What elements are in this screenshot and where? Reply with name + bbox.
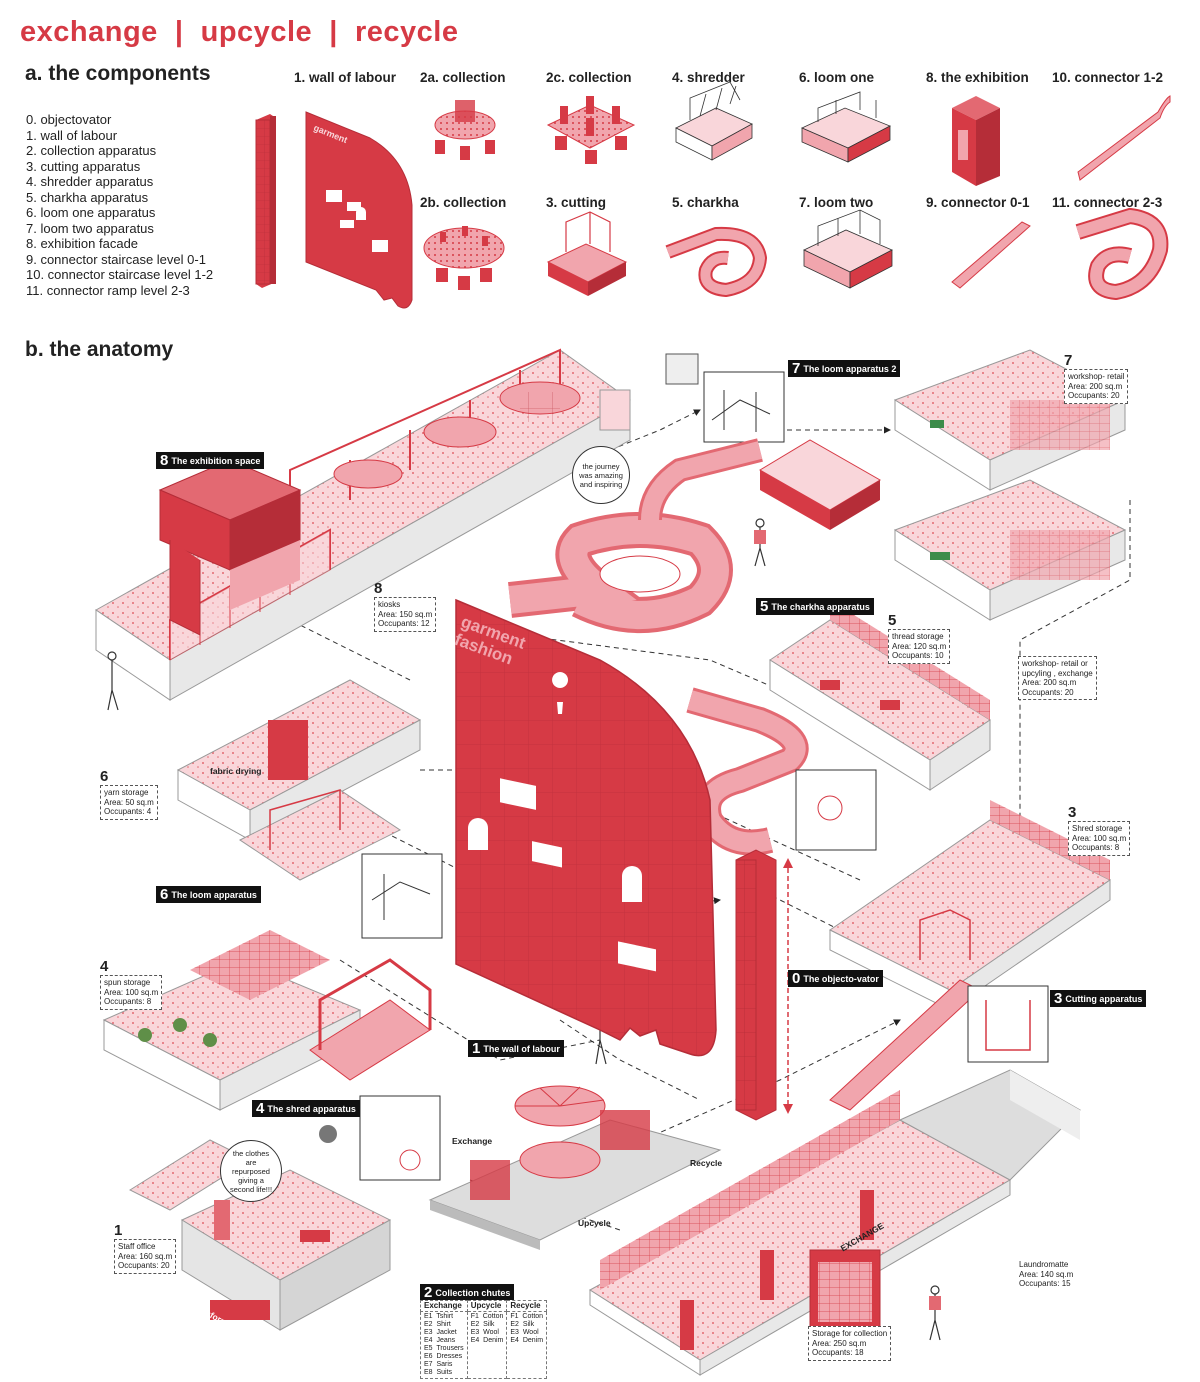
storage-corridor (589, 1069, 1081, 1376)
objectovator (735, 849, 793, 1121)
list-item: 4. shredder apparatus (26, 174, 154, 189)
label-2a-collection: 2a. collection (420, 70, 506, 85)
zone-7: 7 workshop- retail Area: 200 sq.m Occupa… (1064, 352, 1129, 404)
wall-of-labour (455, 598, 717, 1057)
label-cutting: 3. cutting (546, 195, 606, 210)
label-connector-2-3: 11. connector 2-3 (1052, 195, 1163, 210)
list-item: 1. wall of labour (26, 127, 118, 143)
collection-chutes-table: Exchange Upcycle Recycle E1 Tshirt E2 Sh… (420, 1300, 548, 1379)
collection-2a-component (434, 100, 496, 160)
chutes-upcycle-list: F1 Cotton E2 Silk E3 Wool E4 Denim (466, 1311, 508, 1379)
wall-of-labour-component (305, 111, 413, 309)
zone-storage-collection: Storage for collection Area: 250 sq.m Oc… (808, 1326, 892, 1361)
label-wall-of-labour: 1. wall of labour (294, 70, 397, 85)
journey-bubble: the journey was amazing and inspiring (572, 446, 630, 504)
chutes-header-recycle: Recycle (506, 1300, 548, 1312)
list-item: 0. objectovator (26, 112, 112, 127)
cutting-component (546, 211, 628, 296)
list-item: 8. exhibition facade (26, 236, 139, 251)
label-2b-collection: 2b. collection (420, 195, 507, 210)
recycle-label: Recycle (690, 1158, 723, 1168)
exhibition-space (95, 348, 631, 701)
shred-storage (829, 800, 1111, 1111)
charkha-ramp (508, 438, 763, 633)
zone-workshop-upcycling: workshop- retail or upcyling , exchange … (1018, 656, 1097, 700)
list-item: 3. cutting apparatus (26, 158, 141, 174)
collection-2b-component (423, 226, 505, 290)
zone-4: 4 spun storage Area: 100 sq.m Occupants:… (100, 958, 163, 1010)
connector-2-3-component (1075, 207, 1169, 301)
label-loom-one: 6. loom one (799, 70, 875, 85)
exhibition-component (952, 96, 1000, 186)
list-item: 5. charkha apparatus (26, 189, 149, 205)
list-item: 6. loom one apparatus (26, 205, 156, 220)
shredder-component (675, 81, 753, 161)
label-connector-0-1: 9. connector 0-1 (926, 195, 1030, 210)
charkha-component (665, 226, 767, 297)
zone-3: 3 Shred storage Area: 100 sq.m Occupants… (1068, 804, 1131, 856)
label-loom-two: 7. loom two (799, 195, 874, 210)
components-list: 0. objectovator 1. wall of labour 2. col… (26, 112, 213, 298)
clothes-bubble: the clothes are repurposed giving a seco… (220, 1140, 282, 1202)
objectovator-component (255, 114, 276, 288)
zone-6: 6 yarn storage Area: 50 sq.m Occupants: … (100, 768, 158, 820)
spun-storage (102, 930, 441, 1181)
chutes-header-upcycle: Upcycle (466, 1300, 508, 1312)
label-charkha: 5. charkha (672, 195, 739, 210)
chutes-exchange-list: E1 Tshirt E2 Shirt E3 Jacket E4 Jeans E5… (420, 1311, 468, 1379)
zone-8: 8 kiosks Area: 150 sq.m Occupants: 12 (374, 580, 437, 632)
list-item: 2. collection apparatus (26, 143, 157, 158)
exchange-label: Exchange (452, 1136, 493, 1146)
list-item: 11. connector ramp level 2-3 (26, 282, 190, 298)
upcycle-label: Upcycle (578, 1218, 611, 1228)
label-2c-collection: 2c. collection (546, 70, 632, 85)
loom-one-component (801, 91, 891, 163)
anatomy-heading: b. the anatomy (25, 338, 174, 361)
list-item: 9. connector staircase level 0-1 (26, 251, 206, 267)
connector-ramp-middle (686, 687, 877, 856)
connector-0-1-component (951, 221, 1031, 289)
loom-apparatus-2 (665, 353, 881, 530)
chutes-recycle-list: F1 Cotton E2 Silk E3 Wool E4 Denim (506, 1311, 548, 1379)
zone-laundromatte: Laundromatte Area: 140 sq.m Occupants: 1… (1016, 1258, 1077, 1291)
page-title: exchange | upcycle | recycle (20, 16, 459, 48)
collection-chutes (428, 1085, 722, 1250)
zone-5: 5 thread storage Area: 120 sq.m Occupant… (888, 612, 951, 664)
fabric-drying-label: fabric drying (210, 766, 262, 776)
label-exhibition: 8. the exhibition (926, 70, 1029, 85)
components-drawings: garment (255, 81, 1171, 309)
list-item: 7. loom two apparatus (26, 220, 154, 236)
collection-2c-component (546, 96, 636, 164)
label-shredder: 4. shredder (672, 70, 745, 85)
label-connector-1-2: 10. connector 1-2 (1052, 70, 1164, 85)
zone-1: 1 Staff office Area: 160 sq.m Occupants:… (114, 1222, 177, 1274)
connector-1-2-component (1077, 95, 1171, 181)
list-item: 10. connector staircase level 1-2 (26, 267, 214, 282)
yarn-storage (176, 679, 443, 939)
chutes-header-exchange: Exchange (420, 1300, 468, 1312)
loom-two-component (803, 209, 893, 289)
components-heading: a. the components (25, 62, 211, 85)
